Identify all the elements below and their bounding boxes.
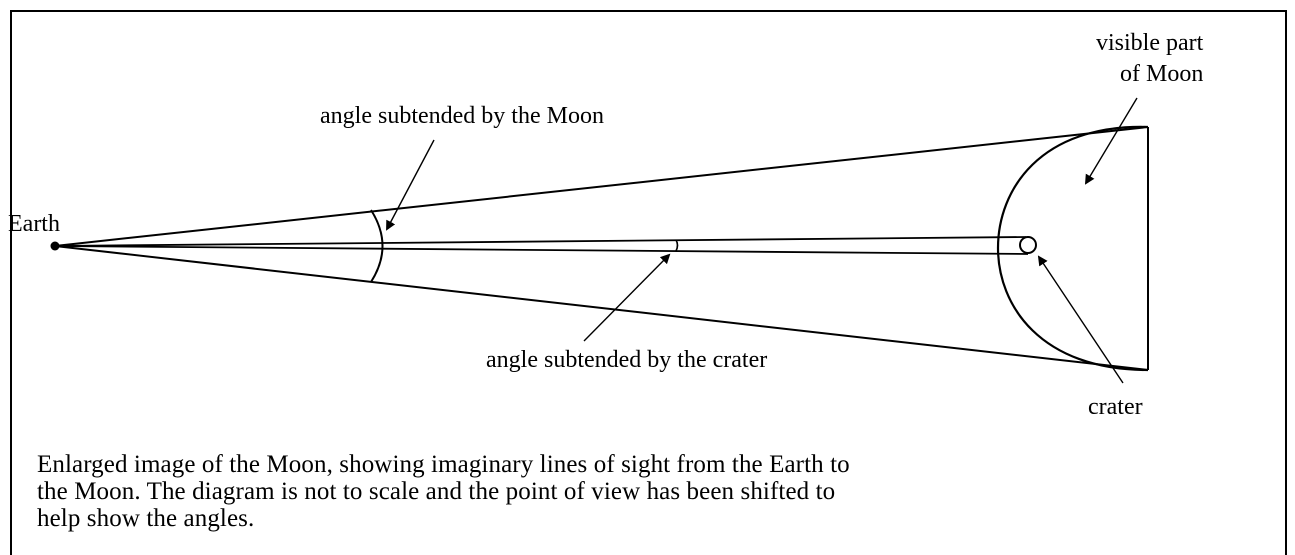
crater-pointer — [1037, 255, 1124, 384]
sightline-bottom — [54, 245, 1149, 371]
crater-label: crater — [1088, 394, 1143, 420]
crater-angle-label: angle subtended by the crater — [486, 347, 767, 373]
diagram-caption: Enlarged image of the Moon, showing imag… — [37, 451, 1267, 532]
moon-outline — [996, 125, 1149, 372]
visible-part-pointer — [1084, 97, 1138, 185]
diagram-frame — [10, 10, 1287, 555]
moon-angle-arc — [370, 209, 384, 283]
crater-circle — [1019, 236, 1037, 254]
caption-line-3: help show the angles. — [37, 505, 255, 532]
crater-sightline-top — [54, 236, 1027, 247]
crater-sightline-bottom — [54, 245, 1029, 255]
earth-label: Earth — [8, 211, 60, 237]
crater-angle-arc — [675, 239, 679, 252]
moon-angle-pointer — [386, 139, 435, 231]
sightline-top — [54, 126, 1149, 247]
visible-part-label-line2: of Moon — [1120, 61, 1203, 87]
caption-line-2: the Moon. The diagram is not to scale an… — [37, 478, 836, 505]
visible-part-label-line1: visible part — [1096, 30, 1204, 56]
moon-angle-label: angle subtended by the Moon — [320, 103, 604, 129]
caption-line-1: Enlarged image of the Moon, showing imag… — [37, 451, 850, 478]
crater-angle-pointer — [583, 253, 671, 342]
